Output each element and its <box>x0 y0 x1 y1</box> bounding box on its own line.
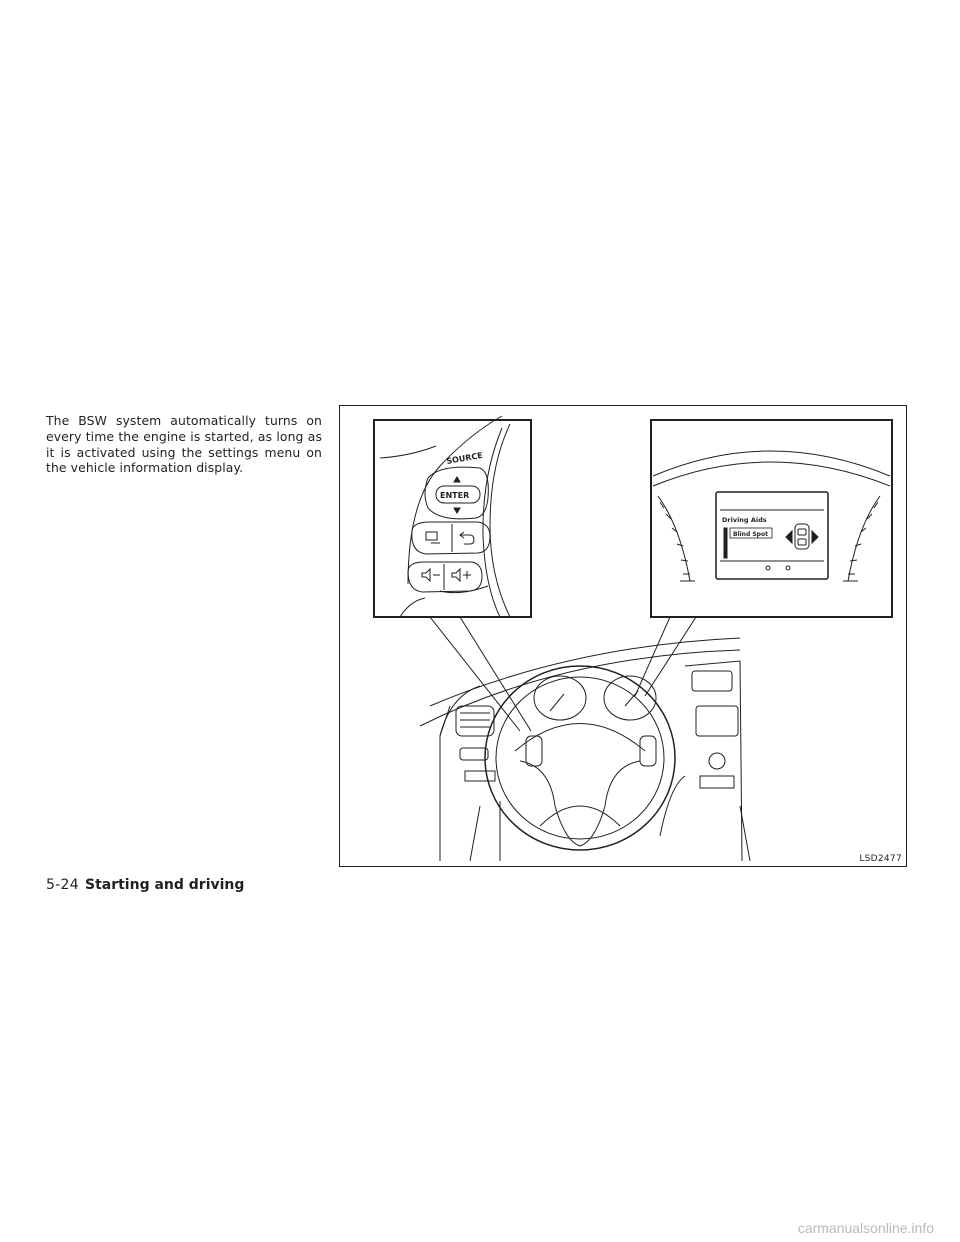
menu-icon <box>425 531 438 541</box>
steering-switch-inset <box>373 419 532 618</box>
section-title: Starting and driving <box>84 877 245 893</box>
watermark: carmanualsonline.info <box>797 1220 934 1236</box>
enter-label: ENTER <box>440 491 469 500</box>
back-icon <box>459 531 475 545</box>
vehicle-info-display <box>715 491 829 580</box>
right-warning-arrow-icon <box>811 529 819 545</box>
page-footer: 5-24 Starting and driving <box>46 877 244 893</box>
volume-up-icon <box>451 567 461 583</box>
steering-switch-drawing <box>379 415 511 618</box>
blind-spot-menu-item <box>729 527 773 539</box>
meter-drawing <box>652 450 891 582</box>
dashboard-drawing <box>419 637 751 862</box>
body-paragraph: The BSW system automatically turns on ev… <box>46 413 322 476</box>
bsw-illustration: SOURCE ENTER <box>339 405 907 867</box>
volume-down-icon <box>421 567 431 583</box>
figure-code: LSD2477 <box>859 854 902 864</box>
leader-line-switch <box>459 616 532 732</box>
source-label: SOURCE <box>446 451 484 466</box>
car-top-view-icon <box>794 523 810 550</box>
down-arrow-icon <box>453 507 461 514</box>
left-warning-arrow-icon <box>785 529 793 545</box>
up-arrow-icon <box>453 476 461 483</box>
page-number: 5-24 <box>46 877 79 893</box>
display-selected-item: Blind Spot <box>733 531 768 538</box>
display-inset <box>650 419 893 618</box>
display-menu-title: Driving Aids <box>722 516 767 524</box>
illustration-drawing: SOURCE ENTER <box>373 415 893 862</box>
